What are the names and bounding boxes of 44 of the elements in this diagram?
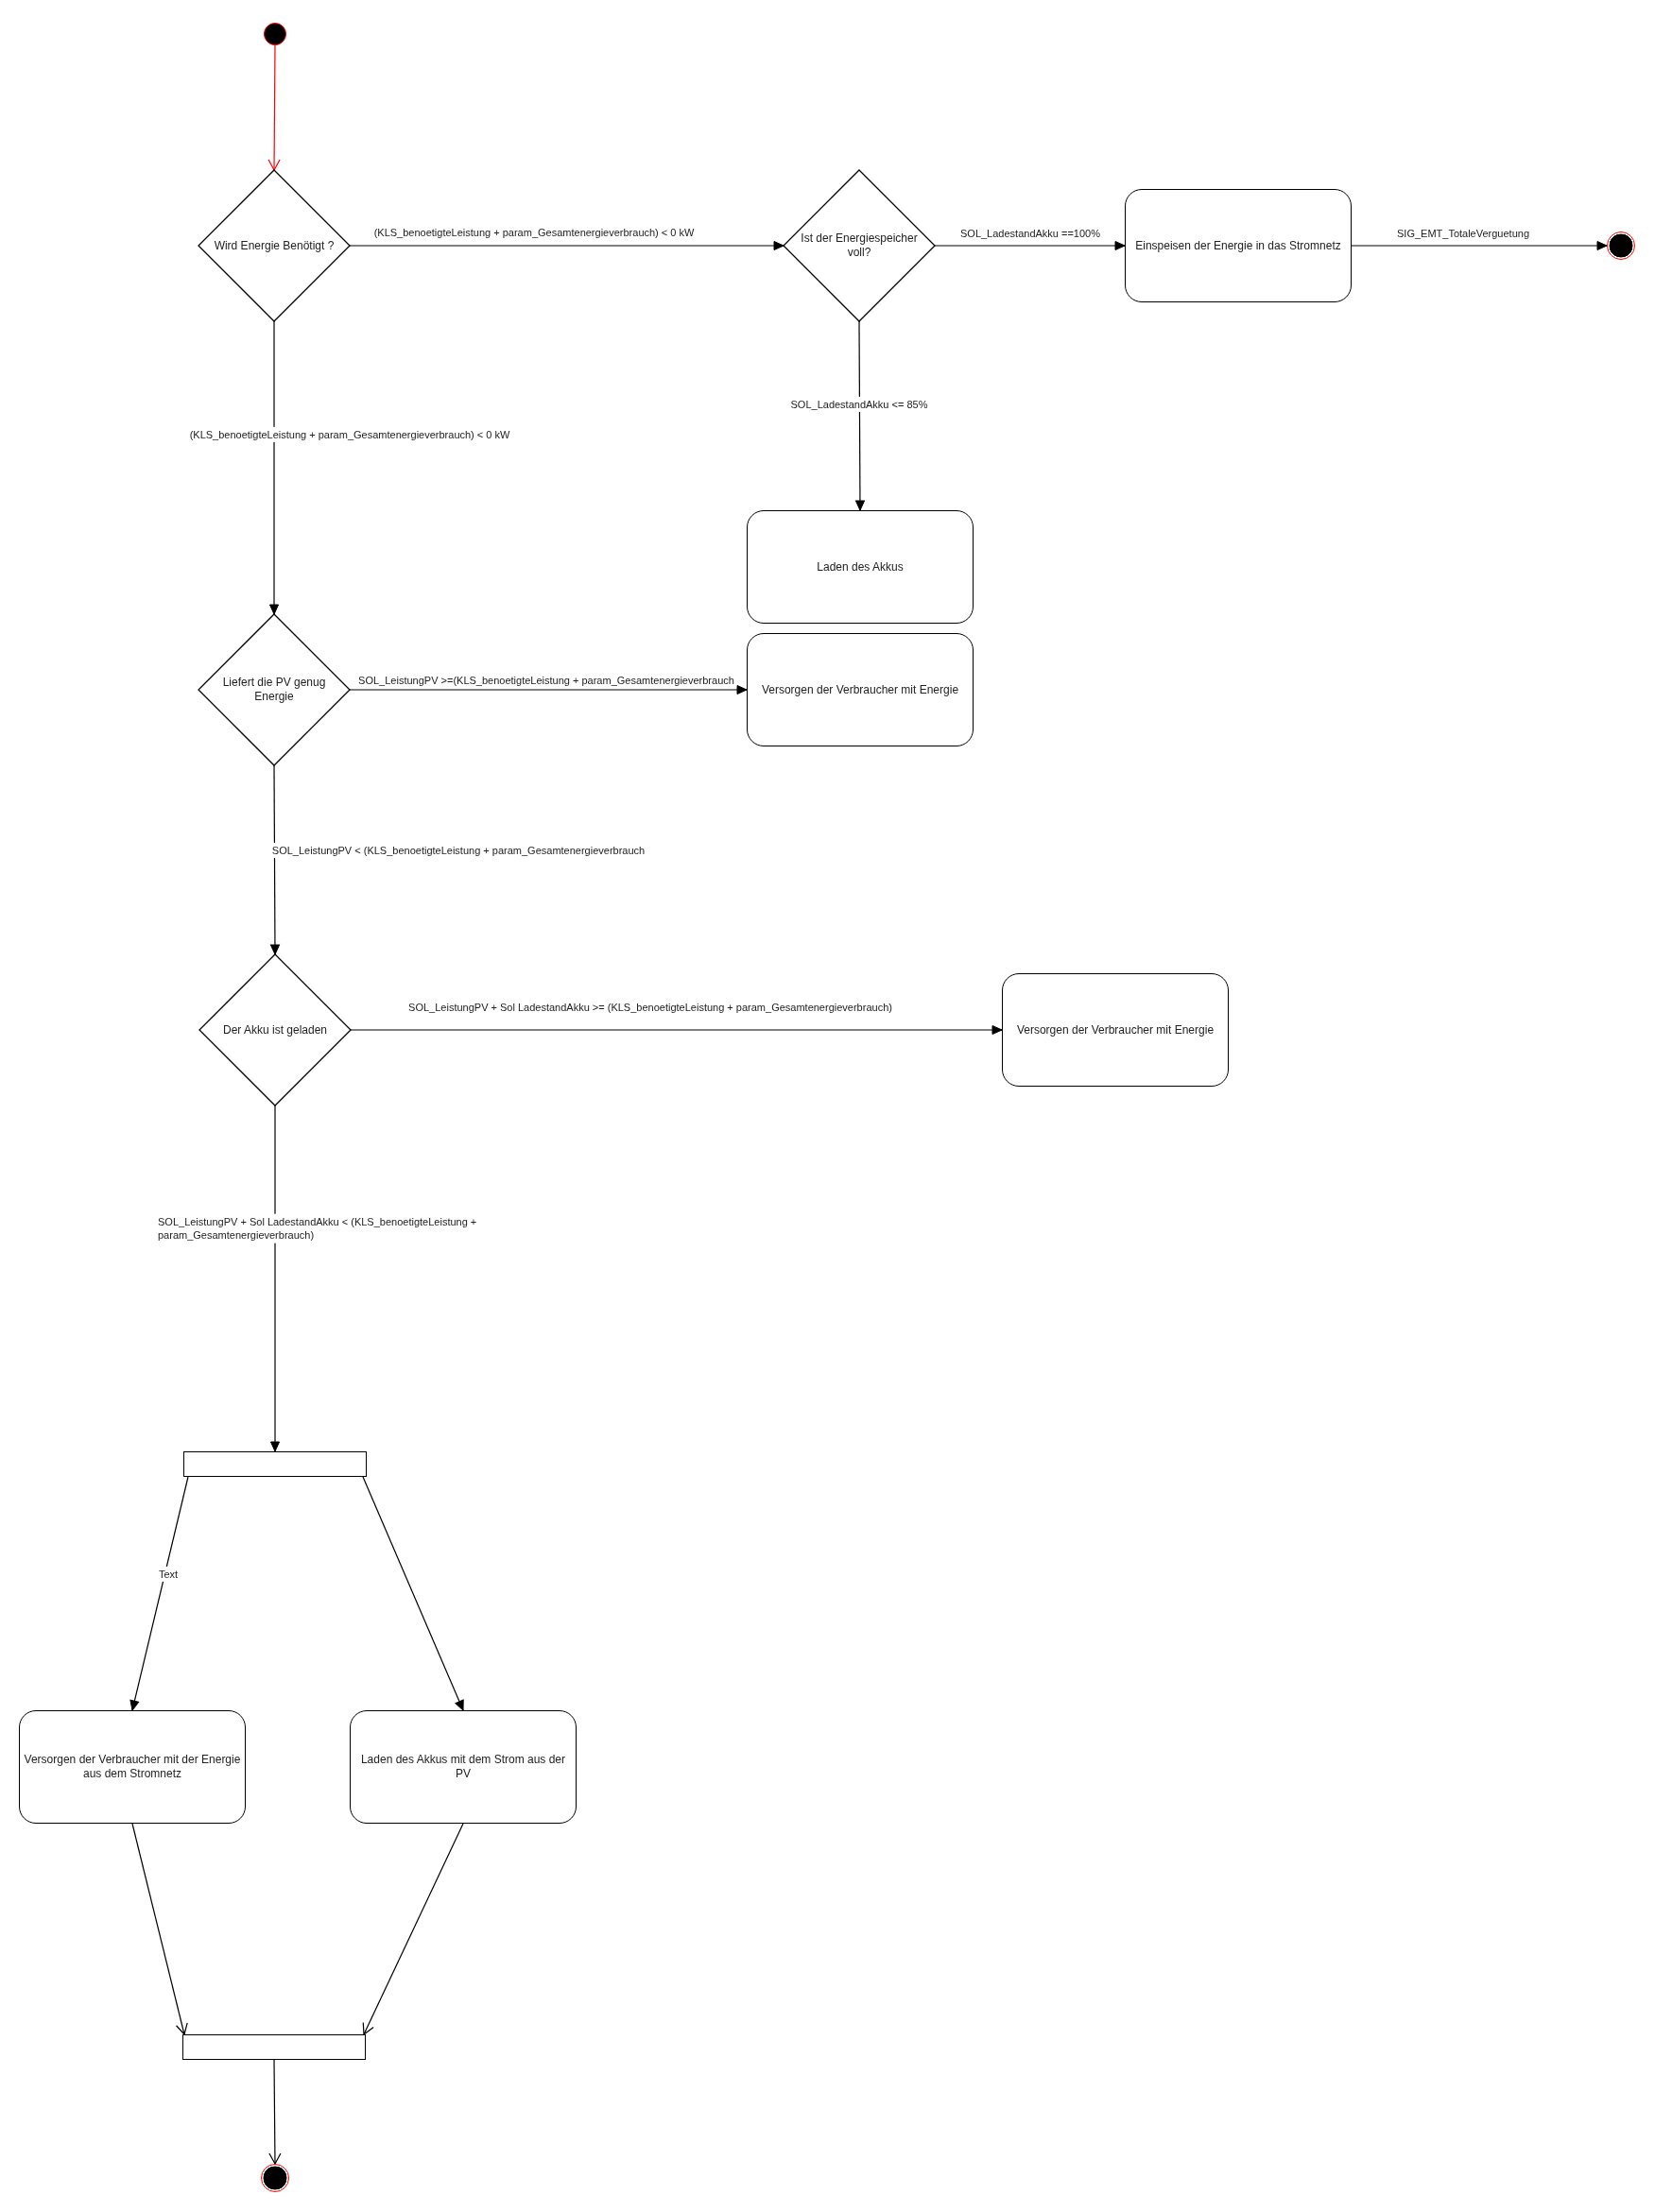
arrow	[1351, 241, 1608, 250]
edge-label: (KLS_benoetigteLeistung + param_Gesamtenergieverbrauch) < 0 kW	[187, 426, 512, 443]
arrow	[350, 1025, 1003, 1035]
edge-label: SOL_LadestandAkku <= 85%	[788, 396, 930, 413]
arrow	[362, 1476, 464, 1711]
decision-label: Wird Energie Benötigt ?	[214, 238, 335, 253]
arrow	[934, 241, 1126, 250]
action-box	[1125, 189, 1352, 302]
arrow	[131, 1823, 188, 2035]
sync-bar	[183, 1451, 367, 1477]
action-label: Einspeisen der Energie in das Stromnetz	[1135, 238, 1341, 253]
final-state	[261, 2164, 289, 2192]
action-label: Versorgen der Verbraucher mit Energie	[1016, 1022, 1215, 1037]
decision-diamond	[784, 170, 935, 321]
action-label: Laden des Akkus mit dem Strom aus der PV	[359, 1753, 567, 1781]
arrow	[267, 44, 281, 171]
action-box	[19, 1710, 246, 1824]
edge-label: SOL_LeistungPV < (KLS_benoetigteLeistung + param_Gesamtenergieverbrauch	[269, 842, 647, 859]
decision-label: Der Akku ist geladen	[222, 1022, 328, 1037]
sync-bar	[182, 2034, 366, 2060]
action-label: Versorgen der Verbraucher mit der Energie aus dem Stromnetz	[23, 1753, 242, 1781]
edge-label: Text	[156, 1566, 181, 1583]
arrow	[270, 1105, 280, 1452]
arrow	[269, 320, 279, 615]
decision-label: Liefert die PV genug Energie	[221, 676, 327, 704]
action-label: Laden des Akkus	[817, 559, 904, 574]
arrow	[362, 1823, 464, 2035]
arrow	[854, 320, 865, 511]
decision-diamond	[198, 614, 350, 765]
final-state	[1607, 231, 1635, 260]
arrow	[349, 685, 748, 694]
action-box	[350, 1710, 577, 1824]
arrow	[269, 764, 280, 955]
decision-diamond	[199, 954, 351, 1106]
action-box	[747, 510, 974, 624]
initial-state	[264, 23, 286, 45]
action-box	[747, 633, 974, 746]
action-box	[1002, 973, 1229, 1087]
arrow	[129, 1476, 189, 1711]
arrow	[349, 241, 784, 250]
decision-label: Ist der Energiespeicher voll?	[800, 231, 919, 260]
arrow	[268, 2059, 282, 2165]
decision-diamond	[198, 170, 350, 321]
action-label: Versorgen der Verbraucher mit Energie	[761, 682, 959, 697]
